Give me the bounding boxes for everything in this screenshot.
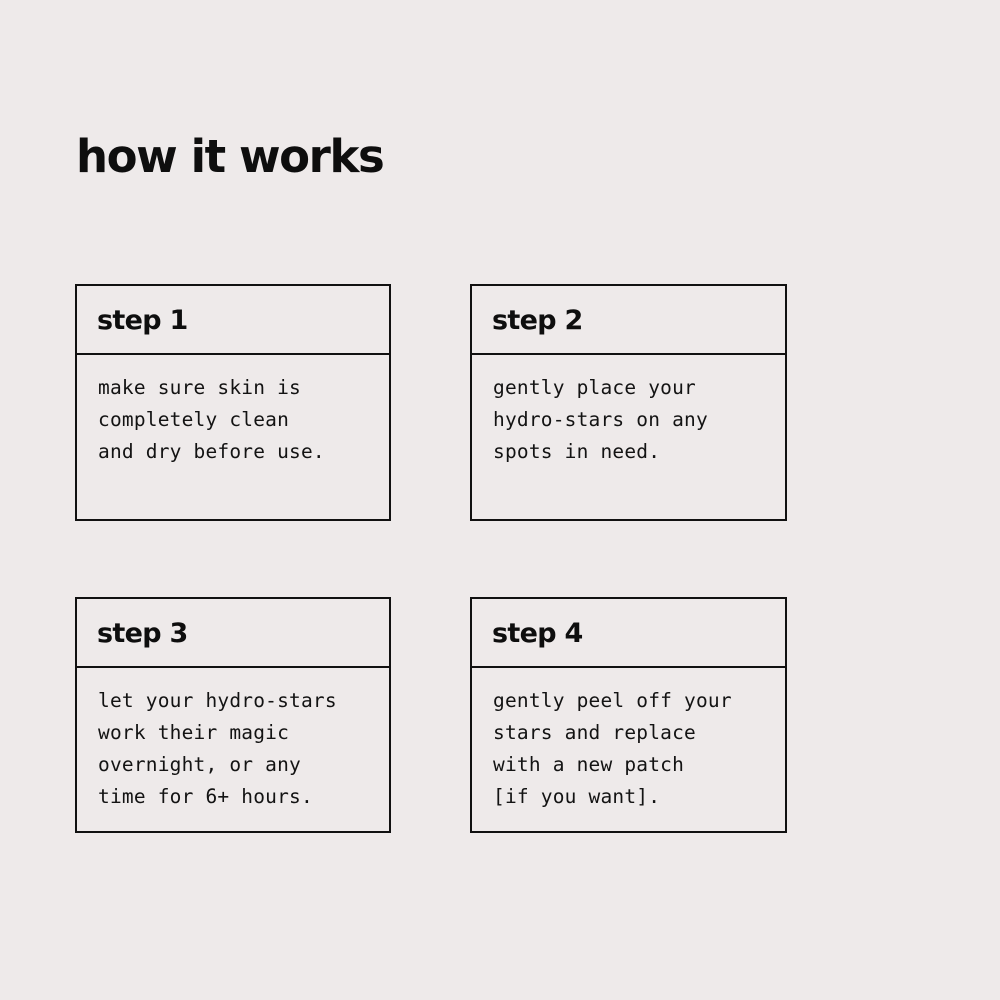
step-card-4-line: gently peel off your — [493, 689, 732, 712]
step-card-1-line: completely clean — [98, 408, 290, 431]
step-card-1-line: make sure skin is — [98, 376, 301, 399]
step-card-4: step 4 gently peel off your stars and re… — [470, 597, 787, 833]
step-card-2: step 2 gently place your hydro-stars on … — [470, 284, 787, 521]
step-card-2-line: hydro-stars on any — [493, 408, 708, 431]
step-card-4-line: stars and replace — [493, 721, 696, 744]
step-card-3: step 3 let your hydro-stars work their m… — [75, 597, 391, 833]
step-card-2-header-label: step 2 — [492, 305, 583, 336]
step-card-1-header-label: step 1 — [97, 305, 188, 336]
step-card-4-header: step 4 — [472, 599, 785, 668]
step-card-1-body: make sure skin is completely clean and d… — [77, 355, 389, 468]
step-card-3-body: let your hydro-stars work their magic ov… — [77, 668, 389, 813]
step-card-3-line: overnight, or any — [98, 753, 301, 776]
step-card-2-header: step 2 — [472, 286, 785, 355]
step-card-4-body: gently peel off your stars and replace w… — [472, 668, 785, 813]
step-card-3-header-label: step 3 — [97, 618, 188, 649]
step-card-4-line: [if you want]. — [493, 785, 661, 808]
step-card-1-line: and dry before use. — [98, 440, 325, 463]
step-card-3-line: let your hydro-stars — [98, 689, 337, 712]
step-card-4-line: with a new patch — [493, 753, 685, 776]
step-card-2-line: gently place your — [493, 376, 696, 399]
step-card-2-line: spots in need. — [493, 440, 661, 463]
step-card-3-line: work their magic — [98, 721, 290, 744]
step-card-2-body: gently place your hydro-stars on any spo… — [472, 355, 785, 468]
step-card-1: step 1 make sure skin is completely clea… — [75, 284, 391, 521]
step-card-3-line: time for 6+ hours. — [98, 785, 313, 808]
step-card-3-header: step 3 — [77, 599, 389, 668]
step-card-1-header: step 1 — [77, 286, 389, 355]
step-card-4-header-label: step 4 — [492, 618, 583, 649]
page-title: how it works — [76, 130, 385, 184]
